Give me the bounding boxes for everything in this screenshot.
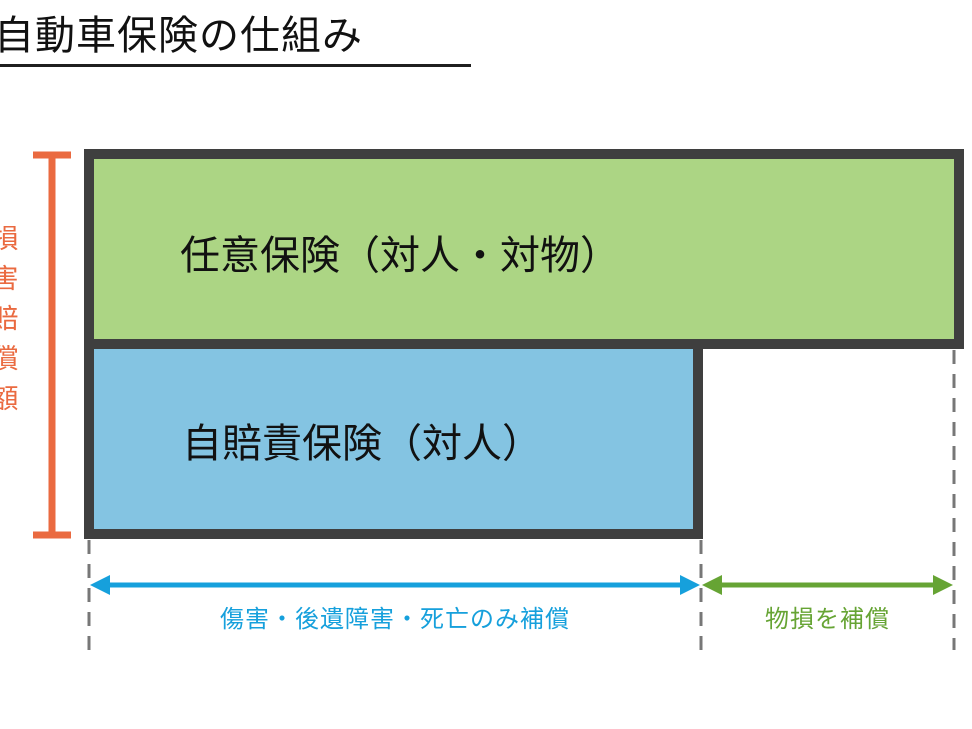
optional-insurance-label: 任意保険（対人・対物）	[180, 233, 620, 279]
bodily-injury-arrow	[90, 575, 700, 595]
compulsory-insurance-label: 自賠責保険（対人）	[182, 421, 542, 467]
title-underline	[0, 64, 471, 67]
damage-amount-char: 償	[0, 344, 19, 375]
property-damage-arrow	[702, 575, 953, 595]
damage-amount-char: 額	[0, 384, 19, 415]
bodily-injury-coverage-label: 傷害・後遺障害・死亡のみ補償	[220, 605, 570, 633]
damage-amount-label: 損 害 賠 償 額	[0, 220, 20, 420]
property-damage-coverage-label: 物損を補償	[765, 605, 890, 633]
damage-amount-bracket	[33, 151, 71, 539]
damage-amount-char: 害	[0, 264, 19, 295]
dashed-guides	[87, 350, 956, 650]
diagram-title: 自動車保険の仕組み	[0, 13, 363, 59]
compulsory-insurance-box	[84, 339, 703, 539]
damage-amount-char: 賠	[0, 304, 19, 335]
optional-insurance-box	[84, 149, 964, 349]
damage-amount-char: 損	[0, 224, 19, 255]
